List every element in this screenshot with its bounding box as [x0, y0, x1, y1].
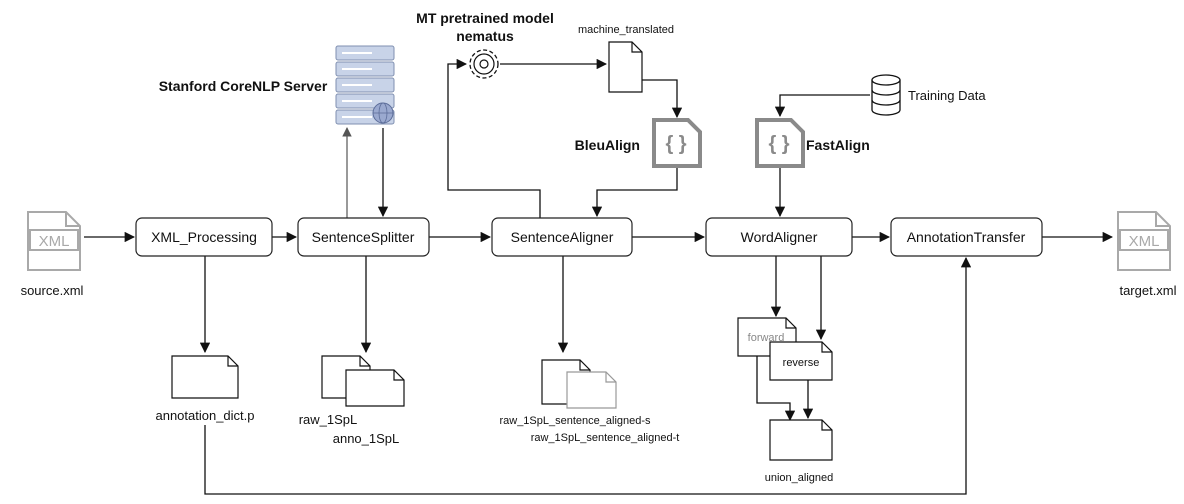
annotation-dict-document-icon [171, 355, 239, 399]
reverse-label: reverse [783, 357, 820, 369]
node-xml-processing[interactable]: XML_Processing [135, 217, 273, 257]
braces-icon: { } [665, 133, 686, 155]
xml-icon-text: XML [1129, 233, 1160, 250]
aligned-t-document-icon [566, 371, 617, 409]
edge-dict-to-transfer [204, 256, 972, 495]
reverse-document-icon [769, 341, 833, 381]
node-label: SentenceAligner [511, 229, 614, 245]
annotation-dict-label: annotation_dict.p [155, 408, 254, 423]
node-sentence-splitter[interactable]: SentenceSplitter [297, 217, 430, 257]
bleualign-script-icon: { } [652, 118, 702, 168]
training-data-label: Training Data [908, 88, 986, 103]
union-aligned-document-icon [769, 419, 833, 461]
braces-icon: { } [768, 133, 789, 155]
server-icon [335, 45, 395, 125]
node-label: SentenceSplitter [312, 229, 415, 245]
gear-icon [469, 49, 499, 79]
anno-1spl-document-icon [345, 369, 405, 407]
source-xml-file-icon: XML [27, 211, 81, 271]
edge-aligner-to-mt [447, 58, 541, 218]
database-icon [871, 74, 901, 116]
raw-1spl-label: raw_1SpL [299, 412, 358, 427]
corenlp-label: Stanford CoreNLP Server [159, 78, 328, 94]
machine-translated-document-icon [608, 41, 643, 93]
fastalign-label: FastAlign [806, 137, 870, 153]
mt-model-sublabel: nematus [456, 28, 514, 44]
edges [84, 58, 1114, 495]
fastalign-script-icon: { } [755, 118, 805, 168]
mt-model-label: MT pretrained model [416, 10, 554, 26]
node-word-aligner[interactable]: WordAligner [705, 217, 853, 257]
aligned-s-label: raw_1SpL_sentence_aligned-s [499, 415, 651, 427]
forward-label: forward [748, 332, 785, 344]
union-aligned-label: union_aligned [765, 472, 834, 484]
node-label: AnnotationTransfer [907, 229, 1026, 245]
node-label: XML_Processing [151, 229, 257, 245]
node-label: WordAligner [741, 229, 818, 245]
edge-forward-to-union [756, 356, 796, 422]
bleualign-label: BleuAlign [575, 137, 640, 153]
anno-1spl-label: anno_1SpL [333, 431, 400, 446]
target-xml-file-icon: XML [1117, 211, 1171, 271]
node-annotation-transfer[interactable]: AnnotationTransfer [890, 217, 1043, 257]
edge-translated-to-bleualign [641, 79, 683, 119]
machine-translated-label: machine_translated [578, 24, 674, 36]
target-xml-label: target.xml [1119, 283, 1176, 298]
source-xml-label: source.xml [21, 283, 84, 298]
node-sentence-aligner[interactable]: SentenceAligner [491, 217, 633, 257]
edge-training-to-fastalign [774, 94, 870, 118]
edge-bleualign-to-aligner [591, 166, 678, 218]
xml-icon-text: XML [39, 233, 70, 250]
aligned-t-label: raw_1SpL_sentence_aligned-t [531, 432, 680, 444]
